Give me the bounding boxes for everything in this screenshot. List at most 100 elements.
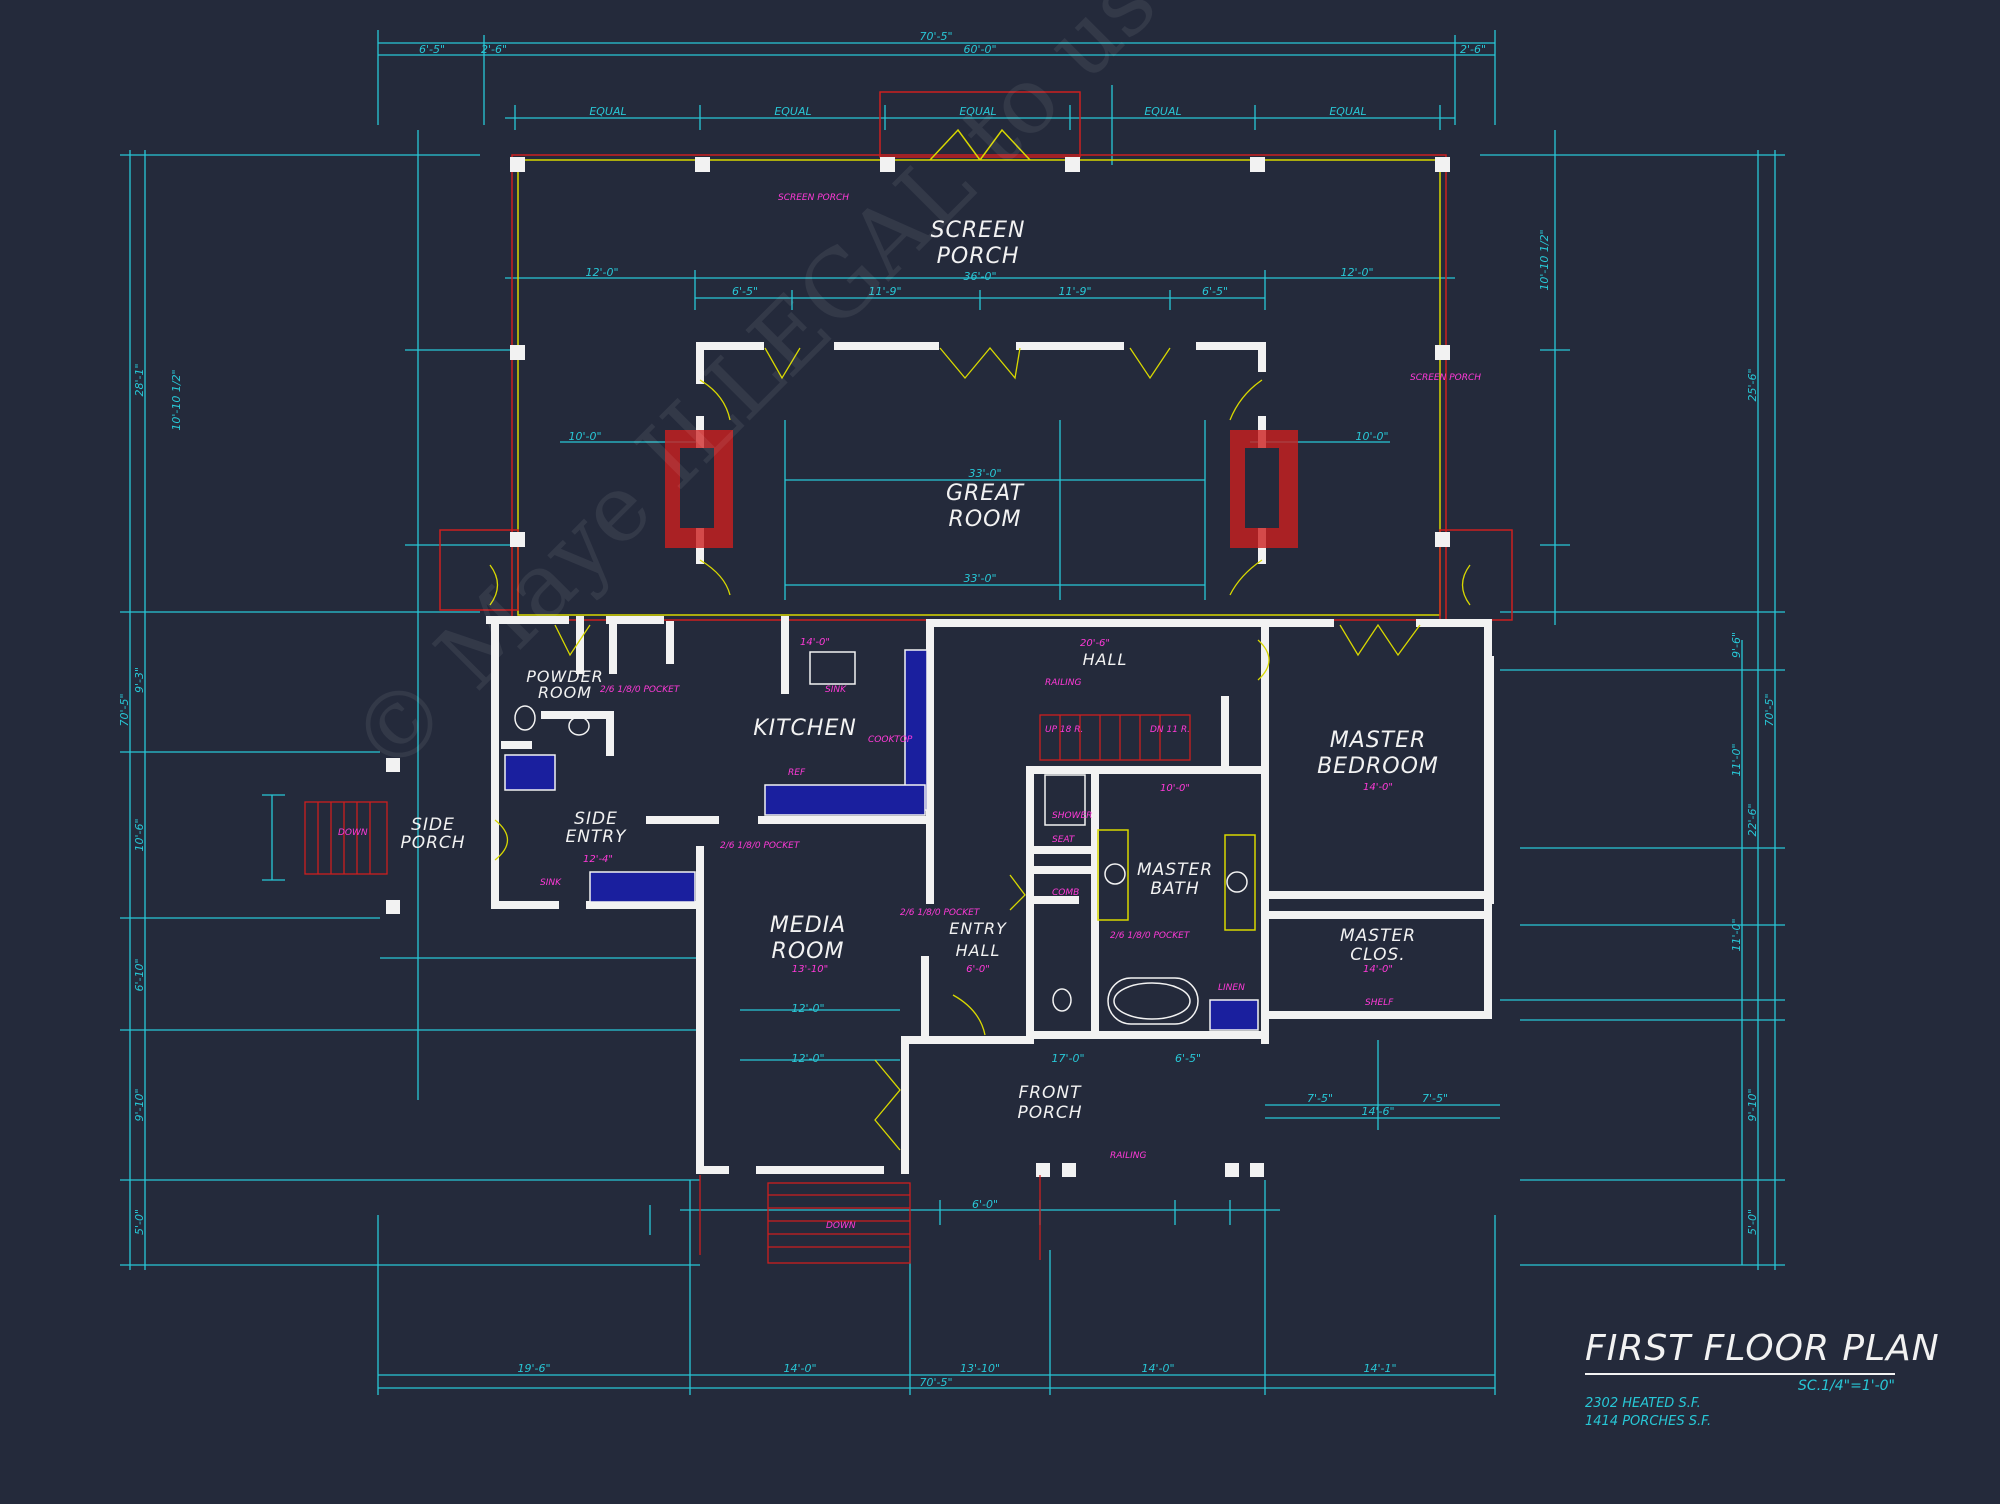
- note-down-side: DOWN: [338, 828, 368, 838]
- master-clos-label-2: CLOS.: [1350, 945, 1405, 965]
- dimension-labels: 70'-5" 60'-0" 6'-5" 2'-6" 2'-6" EQUAL EQ…: [118, 30, 1776, 1389]
- note-pocket-2: 2/6 1/8/0 POCKET: [720, 841, 801, 851]
- dim-equal-5: EQUAL: [1329, 105, 1366, 118]
- side-entry-label-2: ENTRY: [565, 827, 627, 847]
- dim-entry-hall-w: 6'-0": [966, 964, 990, 975]
- great-room-label-2: ROOM: [949, 507, 1022, 532]
- dim-right-seg-3: 11'-0": [1730, 743, 1743, 776]
- dim-right-total: 70'-5": [1763, 693, 1776, 726]
- note-seat: SEAT: [1052, 835, 1076, 845]
- note-railing-stair: RAILING: [1045, 678, 1081, 688]
- screen-porch-outline: [439, 91, 1513, 621]
- dim-bottom-2: 14'-0": [783, 1362, 816, 1375]
- note-linen: LINEN: [1218, 983, 1245, 993]
- dim-sub-4: 6'-5": [1202, 285, 1228, 298]
- porches-sf: 1414 PORCHES S.F.: [1585, 1414, 1712, 1429]
- dim-right-seg-1: 25'-6": [1746, 368, 1759, 401]
- entry-hall-label-1: ENTRY: [949, 919, 1007, 938]
- dim-right-offset: 2'-6": [1460, 43, 1486, 56]
- note-pocket-4: 2/6 1/8/0 POCKET: [1110, 931, 1191, 941]
- side-porch-label-2: PORCH: [400, 833, 465, 853]
- dim-front-porch-w: 17'-0": [1051, 1052, 1084, 1065]
- dim-rt-7-5: 7'-5": [1307, 1092, 1333, 1105]
- dim-main-width: 60'-0": [963, 43, 996, 56]
- note-side-sink: SINK: [540, 878, 562, 888]
- dim-left-offset: 6'-5": [419, 43, 445, 56]
- dim-right-seg-7: 5'-0": [1746, 1209, 1759, 1235]
- dim-media-lower-2: 12'-0": [791, 1052, 824, 1065]
- dim-front-porch-right: 6'-5": [1175, 1052, 1201, 1065]
- plan-title: FIRST FLOOR PLAN: [1585, 1328, 1939, 1375]
- dim-porch-depth-right: 12'-0": [1340, 266, 1373, 279]
- dim-side-entry-w: 12'-4": [583, 854, 613, 865]
- front-porch-label-2: PORCH: [1017, 1103, 1082, 1123]
- plan-scale: SC.1/4"=1'-0": [1798, 1378, 1895, 1394]
- dim-left-seg-5: 9'-10": [133, 1088, 146, 1121]
- media-room-label-2: ROOM: [772, 939, 845, 964]
- dim-left-seg-1: 28'-1": [133, 363, 146, 396]
- note-pocket-3: 2/6 1/8/0 POCKET: [900, 908, 981, 918]
- screen-porch-label-2: PORCH: [937, 244, 1020, 269]
- note-stair-dn: DN 11 R.: [1150, 725, 1190, 735]
- entry-hall-label-2: HALL: [956, 941, 1001, 960]
- note-down-front: DOWN: [826, 1221, 856, 1231]
- dim-kitchen-w: 14'-0": [800, 637, 830, 648]
- master-clos-label-1: MASTER: [1340, 926, 1416, 946]
- powder-room-label-2: ROOM: [538, 683, 592, 702]
- note-cooktop: COOKTOP: [868, 735, 913, 745]
- dim-porch-depth-left: 12'-0": [585, 266, 618, 279]
- note-shower: SHOWER: [1052, 811, 1092, 821]
- master-bath-label-1: MASTER: [1137, 860, 1213, 880]
- dim-great-room-width: 36'-0": [963, 270, 996, 283]
- dim-overall-width: 70'-5": [919, 30, 952, 43]
- master-bath-label-2: BATH: [1150, 879, 1199, 899]
- dim-left-seg-3: 10'-6": [133, 818, 146, 851]
- great-room-label-1: GREAT: [946, 481, 1025, 506]
- dim-left-seg-2: 9'-3": [133, 667, 146, 693]
- dim-front-porch-mid: 6'-0": [972, 1198, 998, 1211]
- dim-right-seg-2: 9'-6": [1730, 632, 1743, 658]
- dim-sub-1: 6'-5": [732, 285, 758, 298]
- master-bedroom-label-2: BEDROOM: [1317, 754, 1439, 779]
- dim-fp-left: 10'-0": [568, 430, 601, 443]
- stairs: [304, 714, 1191, 1264]
- interior-walls: [486, 342, 1494, 1174]
- dim-media-w: 13'-10": [792, 964, 828, 975]
- side-entry-label-1: SIDE: [574, 809, 618, 829]
- dim-equal-4: EQUAL: [1144, 105, 1181, 118]
- title-block: FIRST FLOOR PLAN SC.1/4"=1'-0" 2302 HEAT…: [1585, 1328, 1939, 1430]
- dim-porch-side-left: 10'-10 1/2": [170, 369, 183, 430]
- dim-bottom-4: 14'-0": [1141, 1362, 1174, 1375]
- powder-room-label-1: POWDER: [526, 667, 604, 686]
- dim-bottom-5: 14'-1": [1363, 1362, 1396, 1375]
- dim-equal-3: EQUAL: [959, 105, 996, 118]
- note-ref: REF: [788, 768, 806, 778]
- master-bedroom-label-1: MASTER: [1330, 728, 1427, 753]
- fixtures: [514, 651, 1256, 1025]
- note-screen-porch: SCREEN PORCH: [778, 193, 849, 203]
- doors: [489, 346, 1471, 1151]
- dim-master-bed-w: 14'-0": [1363, 782, 1393, 793]
- dimension-lines: [120, 30, 1785, 1395]
- dim-sub-2: 11'-9": [868, 285, 901, 298]
- dim-great-room-inner: 33'-0": [968, 467, 1001, 480]
- note-kitchen-sink: SINK: [825, 685, 847, 695]
- dim-left-offset-b: 2'-6": [481, 43, 507, 56]
- dim-porch-side-right: 10'-10 1/2": [1538, 229, 1551, 290]
- dim-fp-right: 10'-0": [1355, 430, 1388, 443]
- dim-media-lower: 12'-0": [791, 1002, 824, 1015]
- kitchen-label: KITCHEN: [753, 716, 857, 741]
- hall-label: HALL: [1083, 650, 1128, 669]
- dim-left-seg-4: 6'-10": [133, 958, 146, 991]
- dim-right-seg-5: 11'-0": [1730, 918, 1743, 951]
- dim-great-room-lower: 33'-0": [963, 572, 996, 585]
- fireplaces: [665, 430, 1298, 548]
- dim-hall-w: 20'-6": [1080, 638, 1110, 649]
- note-pocket-1: 2/6 1/8/0 POCKET: [600, 685, 681, 695]
- note-comb: COMB: [1052, 888, 1079, 898]
- annotation-labels: 14'-0" 20'-6" 12'-4" 13'-10" 6'-0" 14'-0…: [338, 193, 1481, 1231]
- kitchen-counters: [504, 649, 1259, 1031]
- screen-porch-label-1: SCREEN: [931, 218, 1026, 243]
